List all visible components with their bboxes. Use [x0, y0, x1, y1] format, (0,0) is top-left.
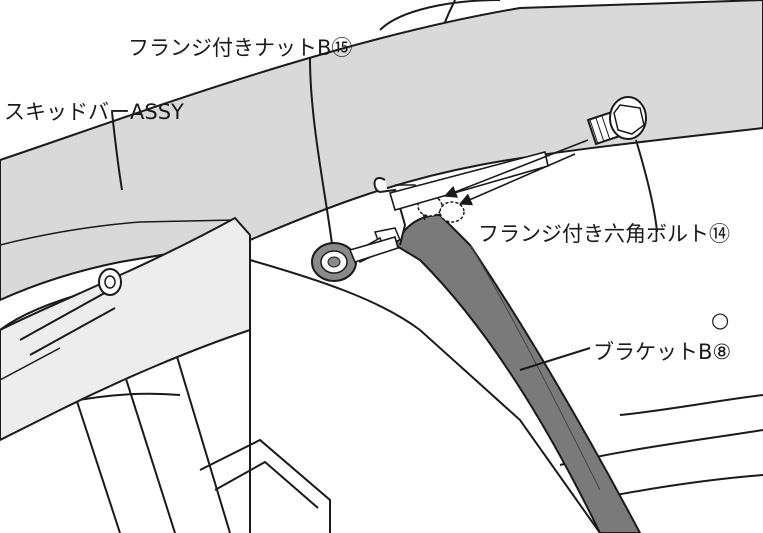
nut-icon: [311, 242, 357, 282]
bolt-icon: [586, 96, 647, 146]
label-flange-bolt: フランジ付き六角ボルト⑭: [478, 222, 730, 246]
arrow-icon: [348, 139, 589, 263]
marker-circle: ○: [711, 308, 730, 332]
label-flange-nut: フランジ付きナットB⑮: [128, 36, 353, 60]
label-skid-bar: スキッドバーASSY: [4, 100, 184, 124]
skid-bar: [0, 0, 763, 442]
label-bracket: ブラケットB⑧: [593, 340, 732, 364]
leader-lines: [111, 57, 658, 371]
